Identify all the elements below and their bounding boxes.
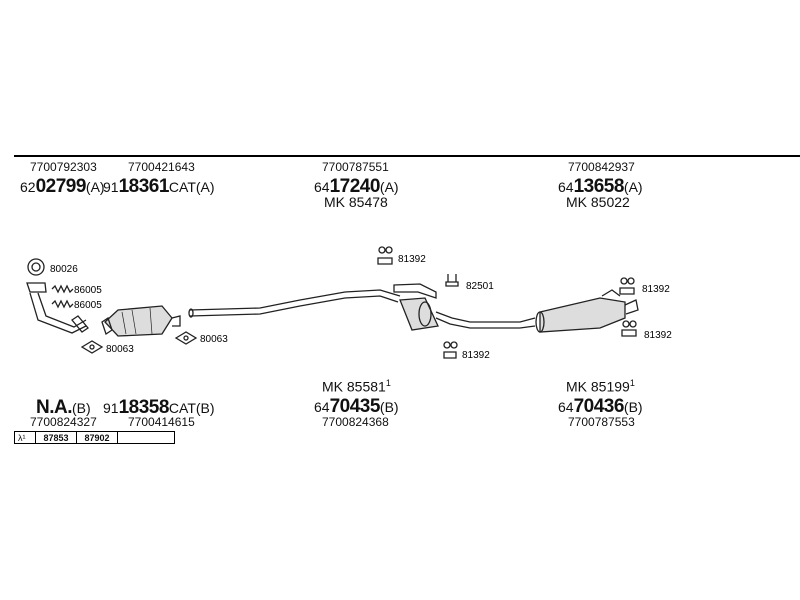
oe-number-bottom-4: 7700787553 xyxy=(568,415,635,429)
oe-number-top-2: 7700421643 xyxy=(128,160,195,174)
part-number-top-1: 6202799(A) xyxy=(20,176,105,197)
label-clamp: 82501 xyxy=(466,281,494,292)
rear-pipe xyxy=(435,311,536,323)
part-number-bottom-1: N.A.(B) xyxy=(36,397,91,418)
spring-icon xyxy=(51,284,74,294)
part-number-top-2: 9118361CAT(A) xyxy=(103,176,215,197)
oe-number-bottom-3: 7700824368 xyxy=(322,415,389,429)
label-gasket-mid: 80063 xyxy=(200,334,228,345)
catalytic-converter xyxy=(104,305,173,337)
spring-icon-2 xyxy=(51,299,74,309)
label-hanger-top: 81392 xyxy=(398,254,426,265)
label-hanger-right-bottom: 81392 xyxy=(644,330,672,341)
middle-pipe xyxy=(189,289,401,311)
ref-cell-empty xyxy=(117,431,175,444)
label-spring-b: 86005 xyxy=(74,300,102,311)
mk-number-top-3: MK 85478 xyxy=(324,194,388,210)
part-number-bottom-2: 9118358CAT(B) xyxy=(103,397,215,418)
mk-number-bottom-3: MK 855811 xyxy=(322,378,391,395)
mk-number-bottom-4: MK 851991 xyxy=(566,378,635,395)
rear-silencer xyxy=(539,297,626,333)
part-number-bottom-3: 6470435(B) xyxy=(314,396,399,417)
clamp-icon xyxy=(445,274,459,287)
mk-number-top-4: MK 85022 xyxy=(566,194,630,210)
rubber-hanger-icon-bottom xyxy=(443,351,457,359)
gasket-icon-mid xyxy=(174,331,198,345)
part-number-top-4: 6413658(A) xyxy=(558,176,643,197)
rubber-hanger-icon-right-top xyxy=(619,287,635,295)
downpipe-flange-end xyxy=(71,315,89,333)
oe-number-top-3: 7700787551 xyxy=(322,160,389,174)
oe-number-bottom-2: 7700414615 xyxy=(128,415,195,429)
header-divider-line xyxy=(14,155,800,157)
reference-table: λ¹ 87853 87902 xyxy=(14,431,175,444)
oe-number-top-1: 7700792303 xyxy=(30,160,97,174)
label-ring: 80026 xyxy=(50,264,78,275)
rubber-hanger-icon-top xyxy=(377,257,393,265)
label-gasket-left: 80063 xyxy=(106,344,134,355)
rubber-hanger-icon-right-bottom xyxy=(621,329,637,337)
label-hanger-bottom-mid: 81392 xyxy=(462,350,490,361)
oe-number-top-4: 7700842937 xyxy=(568,160,635,174)
downpipe-flange-top xyxy=(26,282,47,293)
part-number-bottom-4: 6470436(B) xyxy=(558,396,643,417)
label-hanger-right-top: 81392 xyxy=(642,284,670,295)
part-number-top-3: 6417240(A) xyxy=(314,176,399,197)
oe-number-bottom-1: 7700824327 xyxy=(30,415,97,429)
gasket-icon-left xyxy=(80,340,104,354)
ring-gasket-icon xyxy=(27,258,45,276)
ring-gasket-inner-icon xyxy=(31,262,41,272)
label-spring-a: 86005 xyxy=(74,285,102,296)
downpipe-front xyxy=(29,292,87,334)
